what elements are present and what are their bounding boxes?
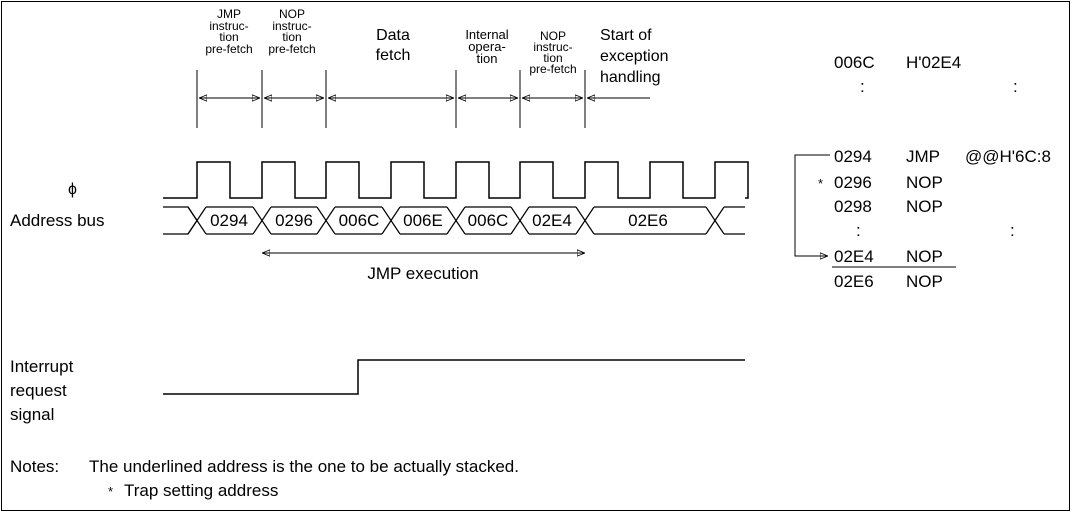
memory-address: 0298 bbox=[834, 197, 872, 216]
bus-value: 006E bbox=[403, 211, 443, 230]
phase-label-nop-prefetch-2: NOP instruc- tion pre-fetch bbox=[529, 29, 576, 76]
phase-label-start-of-exception: Start of exception handling bbox=[600, 27, 669, 86]
svg-text:NOP: NOP bbox=[279, 7, 305, 21]
svg-text:pre-fetch: pre-fetch bbox=[268, 42, 315, 56]
svg-text:request: request bbox=[10, 381, 67, 400]
svg-text:Internal: Internal bbox=[465, 27, 508, 42]
svg-text:Interrupt: Interrupt bbox=[10, 357, 74, 376]
svg-text:tion: tion bbox=[543, 51, 562, 65]
svg-text:tion: tion bbox=[219, 30, 238, 44]
svg-text:*: * bbox=[108, 484, 113, 499]
phase-label-nop-prefetch-1: NOP instruc- tion pre-fetch bbox=[268, 7, 315, 56]
phase-label-jmp-prefetch: JMP instruc- tion pre-fetch bbox=[205, 7, 252, 56]
bus-value: 0296 bbox=[275, 211, 313, 230]
svg-text:The underlined address is the: The underlined address is the one to be … bbox=[89, 457, 519, 476]
bus-value: 006C bbox=[468, 211, 509, 230]
svg-text:NOP: NOP bbox=[540, 29, 566, 43]
memory-map: 006C H'02E4 : : 0294 JMP @@H'6C:8 * 0296… bbox=[794, 53, 1051, 291]
interrupt-waveform bbox=[163, 359, 745, 395]
memory-address: 0294 bbox=[834, 147, 872, 166]
bus-value: 0294 bbox=[210, 211, 248, 230]
trap-marker: * bbox=[818, 176, 823, 191]
clock-waveform bbox=[163, 161, 749, 199]
bus-value: 006C bbox=[339, 211, 380, 230]
svg-text:tion: tion bbox=[477, 51, 498, 66]
svg-text:tion: tion bbox=[282, 30, 301, 44]
memory-instruction: NOP bbox=[906, 197, 943, 216]
ellipsis: : bbox=[1010, 221, 1015, 240]
svg-text:Notes:: Notes: bbox=[10, 457, 59, 476]
ellipsis: : bbox=[1013, 77, 1018, 96]
memory-address: 0296 bbox=[834, 173, 872, 192]
memory-operand: @@H'6C:8 bbox=[965, 147, 1051, 166]
ellipsis: : bbox=[860, 77, 865, 96]
memory-instruction: NOP bbox=[906, 247, 943, 266]
svg-text:signal: signal bbox=[10, 405, 54, 424]
phase-label-internal-operation: Internal opera- tion bbox=[465, 27, 508, 66]
svg-text:exception: exception bbox=[600, 48, 669, 65]
svg-text:pre-fetch: pre-fetch bbox=[529, 62, 576, 76]
interrupt-label: Interrupt request signal bbox=[10, 357, 74, 424]
svg-text:Start of: Start of bbox=[600, 27, 652, 44]
vector-address: 006C bbox=[834, 53, 875, 72]
bus-value: 02E4 bbox=[532, 211, 572, 230]
svg-text:instruc-: instruc- bbox=[272, 19, 311, 33]
memory-address-stacked: 02E4 bbox=[834, 247, 874, 266]
svg-text:JMP: JMP bbox=[217, 7, 241, 21]
phase-label-data-fetch: Data fetch bbox=[376, 27, 411, 64]
jmp-execution-label: JMP execution bbox=[367, 264, 478, 283]
memory-instruction: NOP bbox=[906, 272, 943, 291]
jump-arrow bbox=[794, 154, 830, 256]
ellipsis: : bbox=[856, 221, 861, 240]
memory-instruction: NOP bbox=[906, 173, 943, 192]
address-bus-waveform bbox=[163, 206, 745, 235]
notes: Notes: The underlined address is the one… bbox=[10, 457, 519, 500]
bus-values: 0294 0296 006C 006E 006C 02E4 02E6 bbox=[210, 211, 668, 230]
memory-instruction: JMP bbox=[906, 147, 940, 166]
svg-text:instruc-: instruc- bbox=[533, 40, 572, 54]
vector-value: H'02E4 bbox=[906, 53, 961, 72]
address-bus-label: Address bus bbox=[10, 211, 105, 230]
memory-address: 02E6 bbox=[834, 272, 874, 291]
svg-text:Data: Data bbox=[376, 27, 410, 44]
bus-value: 02E6 bbox=[628, 211, 668, 230]
svg-text:fetch: fetch bbox=[376, 47, 411, 64]
svg-text:opera-: opera- bbox=[468, 39, 506, 54]
svg-text:handling: handling bbox=[600, 69, 661, 86]
phase-dividers bbox=[196, 70, 586, 128]
svg-text:Trap setting address: Trap setting address bbox=[124, 481, 278, 500]
svg-text:pre-fetch: pre-fetch bbox=[205, 42, 252, 56]
phi-label: ϕ bbox=[68, 181, 77, 198]
svg-text:instruc-: instruc- bbox=[209, 19, 248, 33]
